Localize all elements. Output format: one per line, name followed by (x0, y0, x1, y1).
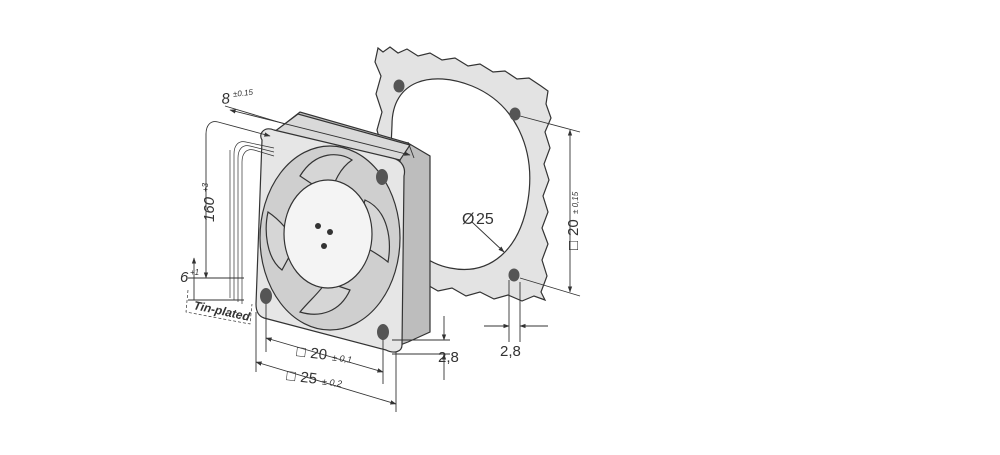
fan-hole-top-right (376, 169, 388, 185)
gasket-hole-top-left (393, 79, 405, 93)
hub-dot-1 (315, 223, 321, 229)
label-gasket-pitch-tol: ± 0,15 (571, 191, 580, 214)
label-gasket-pitch: □ 20 ± 0,15 (565, 191, 582, 250)
label-cable-tol: +3 (201, 182, 210, 192)
fan-hole-bottom-right (377, 324, 389, 340)
dim-cable (203, 121, 271, 279)
label-tin-plated: Tin-plated (192, 298, 251, 324)
label-gasket-pitch-value: 20 (565, 219, 582, 236)
label-frame-size: □ 25 ± 0,2 (286, 367, 343, 389)
gasket-hole-top-right (509, 107, 521, 121)
leader-gasket-opening (471, 221, 505, 253)
dim-gasket-hole (484, 280, 548, 342)
label-gasket-opening: Ø 25 (462, 211, 494, 228)
dim-fan-hole (392, 316, 450, 380)
dim-gasket-pitch (519, 115, 581, 297)
label-gasket-pitch-symbol: □ (565, 241, 582, 250)
gasket-hole-bottom-right (508, 268, 520, 282)
label-gasket-opening-symbol: Ø (462, 211, 474, 228)
label-fan-pitch-symbol: □ (296, 343, 307, 361)
label-strip-tol: +1 (190, 268, 199, 277)
label-cable-value: 160 (201, 196, 218, 222)
label-frame-size-symbol: □ (286, 367, 297, 385)
label-fan-pitch: □ 20 ± 0,1 (296, 343, 353, 365)
tin-plated-bracket (185, 289, 253, 325)
fan-hole-bottom-left (260, 288, 272, 304)
hub-dot-3 (321, 243, 327, 249)
hub-dot-2 (327, 229, 333, 235)
label-fan-hole: 2,8 (438, 349, 459, 366)
label-strip-value: 6 (180, 269, 189, 286)
label-fan-pitch-value: 20 (309, 345, 328, 364)
label-depth-tol: ±0.15 (233, 88, 254, 99)
label-strip: 6 +1 (180, 268, 199, 286)
label-depth: 8 ±0.15 (221, 88, 254, 108)
label-cable: 160 +3 (201, 182, 218, 222)
dim-strip (188, 257, 244, 301)
label-depth-value: 8 (221, 90, 232, 108)
label-fan-pitch-tol: ± 0,1 (331, 352, 352, 364)
label-frame-size-value: 25 (299, 369, 318, 388)
label-frame-size-tol: ± 0,2 (321, 376, 342, 388)
label-gasket-hole: 2,8 (500, 343, 521, 360)
dim-frame-size (255, 312, 397, 412)
fan (255, 111, 431, 353)
dim-depth (224, 105, 415, 159)
label-gasket-opening-value: 25 (476, 211, 494, 228)
